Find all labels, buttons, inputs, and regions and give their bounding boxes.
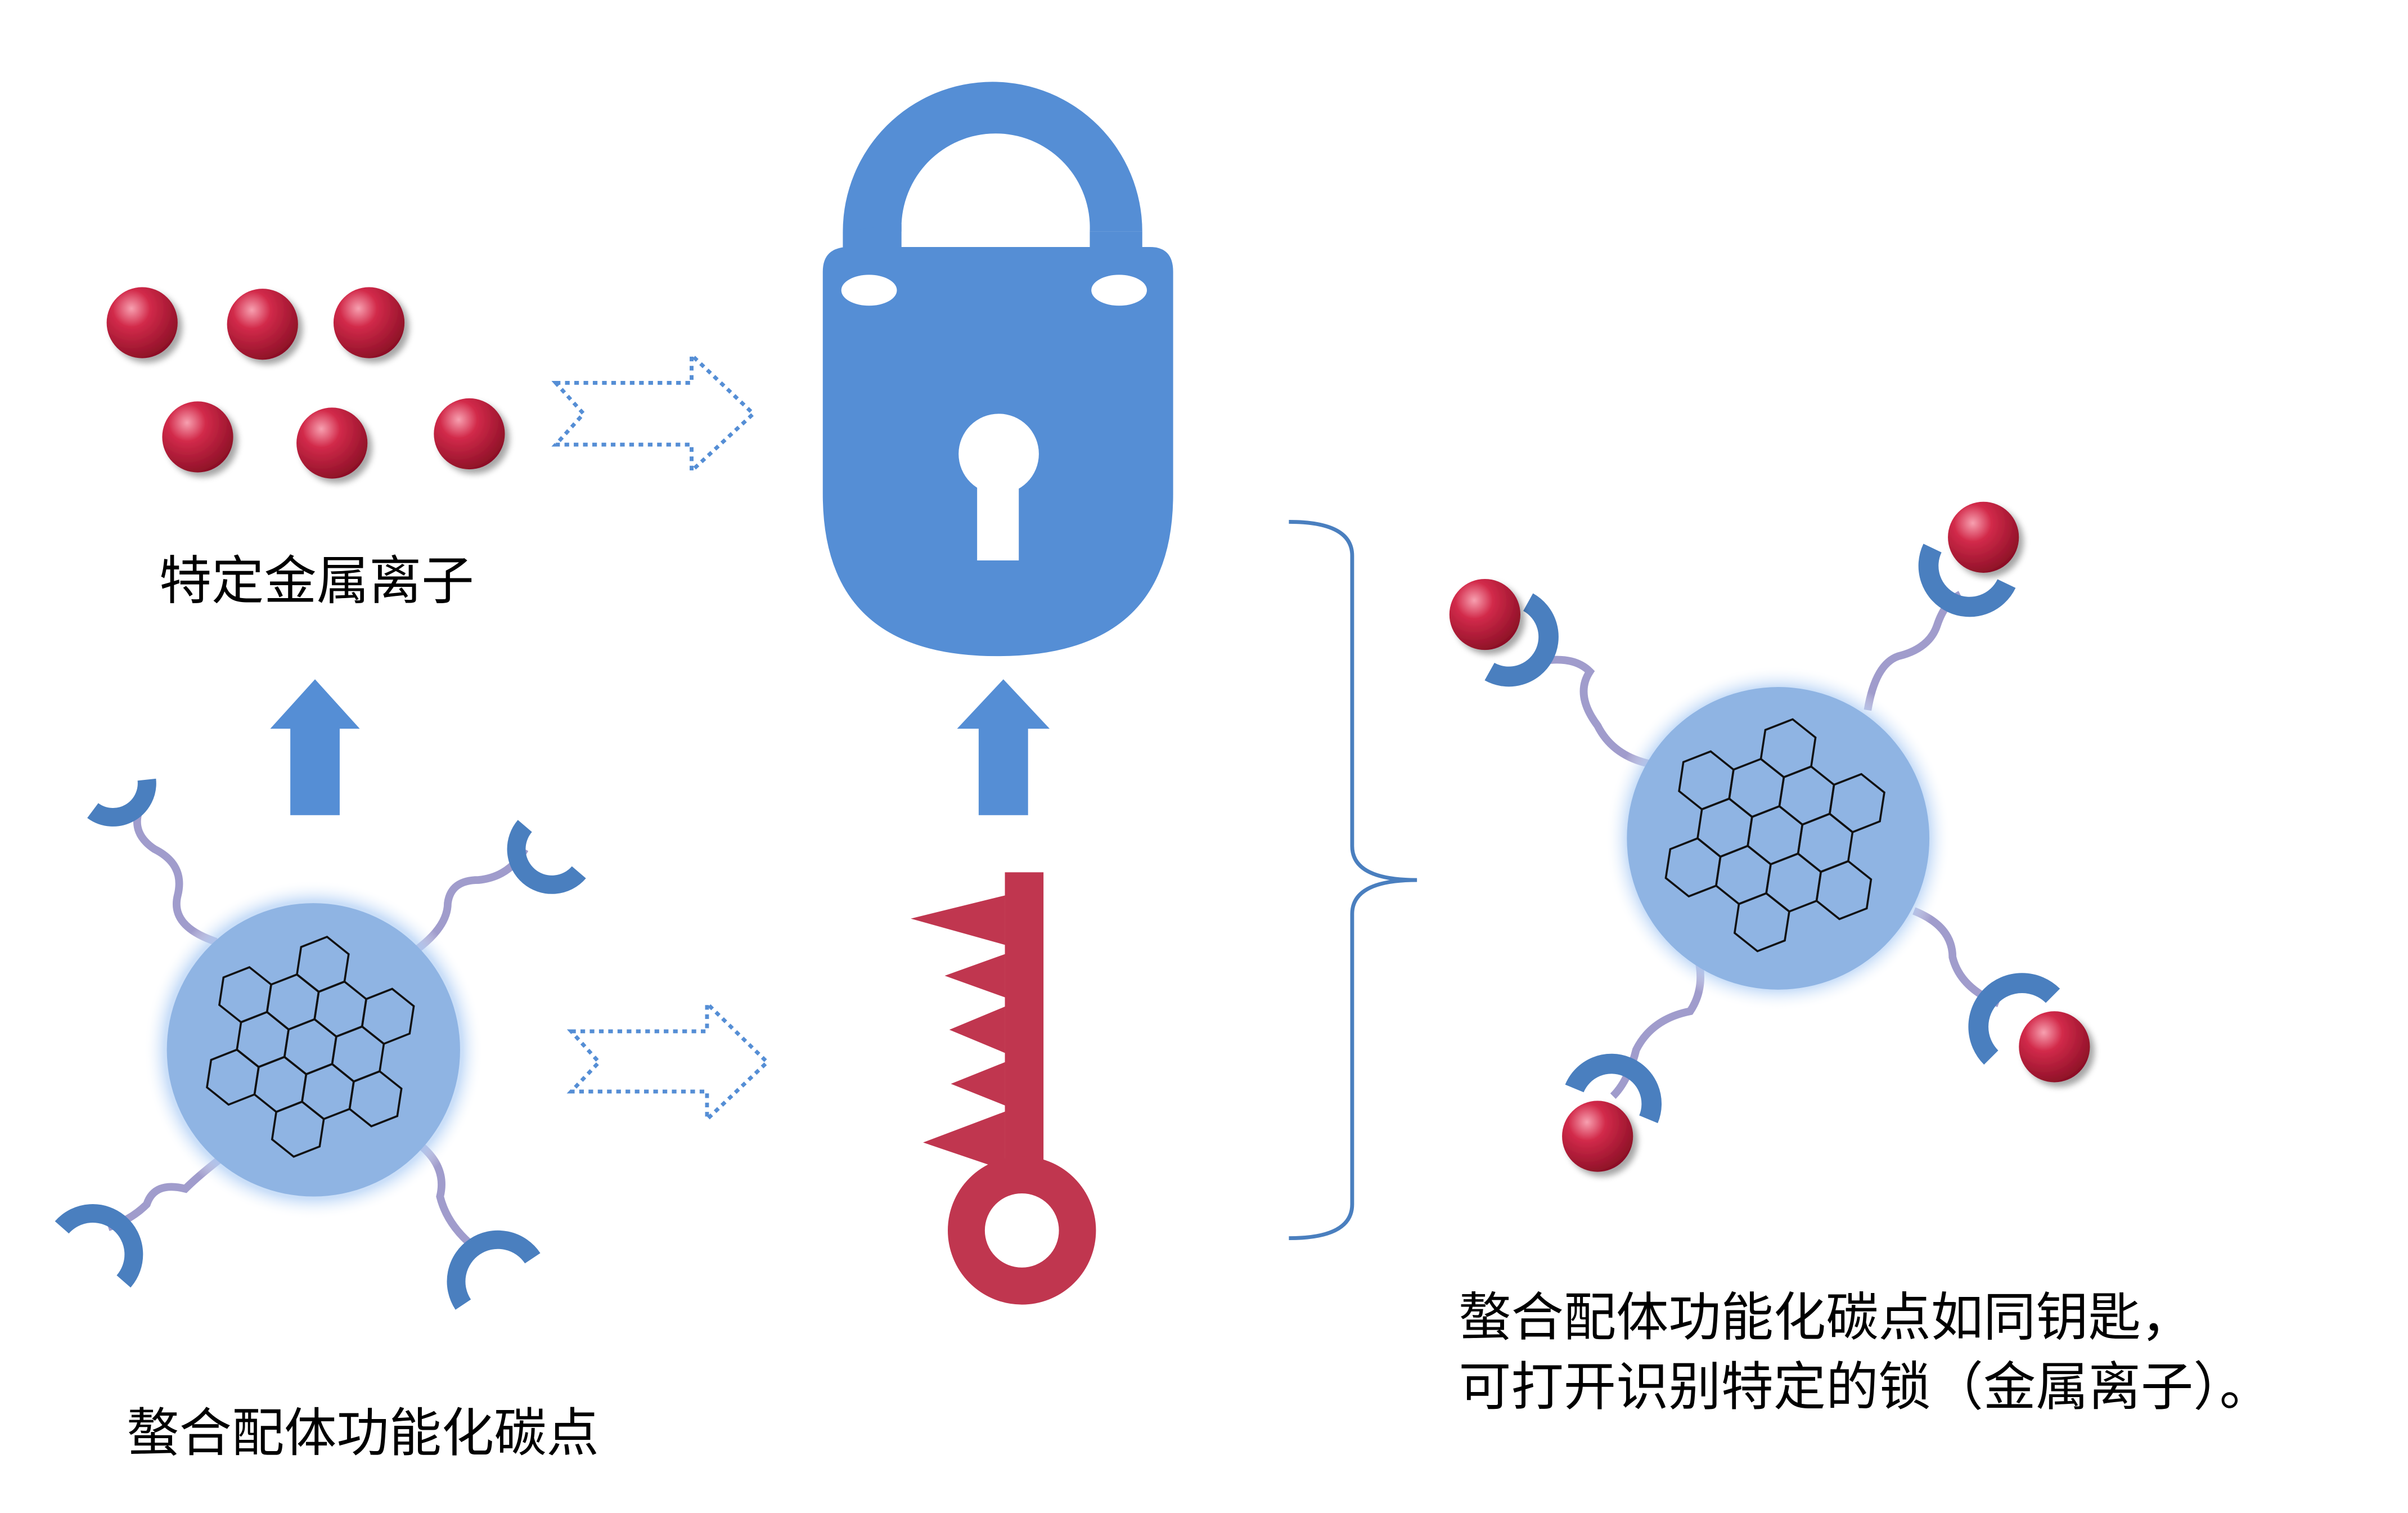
metal-ion <box>333 287 405 358</box>
ligands <box>55 778 586 1310</box>
dotted-arrow-icon <box>551 351 757 475</box>
metal-ion <box>106 287 178 358</box>
explanation-line-1: 螯合配体功能化碳点如同钥匙， <box>1459 1287 2193 1348</box>
ligand <box>447 1230 541 1310</box>
brace <box>1289 520 1417 1241</box>
metal-ion <box>162 401 233 473</box>
lock-eye <box>1091 275 1147 306</box>
metal-ion <box>296 407 368 479</box>
ligand <box>1968 973 2060 1065</box>
carbon-dot-free <box>55 778 586 1310</box>
metal-ion <box>1562 1101 1633 1172</box>
hexagon <box>1815 860 1873 921</box>
metal-ions-label: 特定金属离子 <box>159 551 474 612</box>
metal-ion <box>1948 501 2019 573</box>
ligand <box>55 1204 143 1288</box>
metal-ion <box>2019 1011 2090 1083</box>
lock-eye <box>841 275 897 306</box>
hexagon-lattice <box>1664 718 1885 953</box>
hexagon <box>1733 892 1790 953</box>
ligand <box>1918 544 2016 617</box>
hexagon <box>348 1070 403 1128</box>
arrow-up-icon <box>270 679 360 815</box>
metal-ion <box>227 289 298 360</box>
dotted-arrow-icon <box>566 999 770 1124</box>
carbon-dots-label: 螯合配体功能化碳点 <box>127 1403 599 1464</box>
carbon-dot-bound <box>1449 501 2090 1172</box>
explanation-line-2: 可打开识别特定的锁（金属离子）。 <box>1459 1357 2272 1418</box>
metal-ions-group <box>106 287 505 479</box>
arrow-up-icon <box>957 679 1050 815</box>
ligand <box>1484 593 1559 687</box>
ligand <box>87 778 156 827</box>
key-icon <box>911 872 1096 1305</box>
hexagon <box>271 1100 325 1158</box>
metal-ion <box>1449 578 1520 650</box>
metal-ion <box>434 398 505 470</box>
ligand <box>507 820 586 894</box>
ligand <box>1565 1053 1662 1124</box>
ligands <box>1484 544 2060 1124</box>
lock-icon <box>822 82 1173 657</box>
hexagon-lattice <box>206 935 415 1158</box>
